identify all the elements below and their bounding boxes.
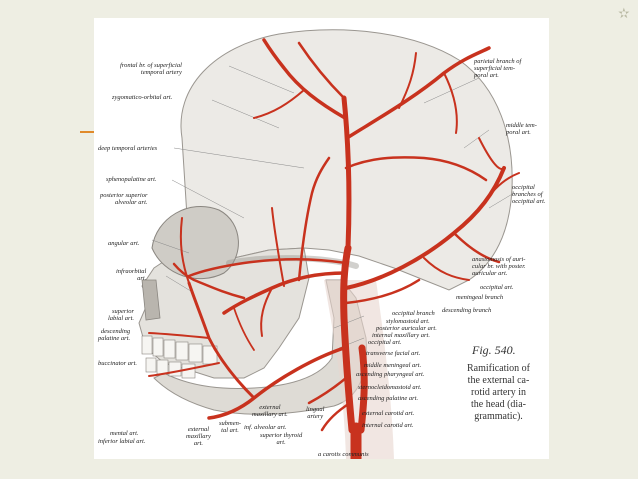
label-internal-carotid: internal carotid art. <box>362 422 414 429</box>
label-middle-meningeal: middle meningeal art. <box>364 362 422 369</box>
label-angular: angular art. <box>108 240 140 247</box>
label-inf-alveolar: inf. alveolar art. <box>244 424 287 431</box>
label-external-maxillary-2: external maxillary art. <box>186 426 211 447</box>
label-lingual: lingual artery <box>306 406 325 420</box>
label-mental: mental art. <box>110 430 139 437</box>
infraorbital-artery <box>172 262 246 300</box>
label-carotis-communis: a carotis communis <box>318 451 369 458</box>
label-parietal-branch: parietal branch of superficial tem- pora… <box>474 58 522 79</box>
transverse-facial-artery <box>187 258 348 278</box>
superficial-temporal-artery <box>341 95 352 251</box>
label-occipital-art-2: occipital art. <box>368 339 402 346</box>
label-transverse-facial: transverse facial art. <box>366 350 421 357</box>
label-stylomastoid: stylomastoid art. <box>386 318 430 325</box>
skull-eye-orbit <box>151 205 239 280</box>
label-descending-branch: descending branch <box>442 307 492 314</box>
skull-illustration <box>138 29 520 459</box>
slide-accent-line <box>80 131 96 133</box>
label-occipital-branch: occipital branch <box>392 310 435 317</box>
figure-caption: Ramification of the external ca- rotid a… <box>466 363 531 422</box>
label-posterior-auricular: posterior auricular art. <box>376 325 437 332</box>
label-occipital-branches: occipital branches of occipital art. <box>512 184 546 205</box>
label-middle-temporal: middle tem- poral art. <box>506 122 537 136</box>
frontal-branch <box>262 38 347 120</box>
label-occipital: occipital art. <box>480 284 514 291</box>
label-sphenopalatine: sphenopalatine art. <box>106 176 157 183</box>
superior-thyroid-artery <box>320 401 352 432</box>
label-external-carotid: external carotid art. <box>362 410 415 417</box>
label-internal-maxillary: internal maxillary art. <box>372 332 430 339</box>
label-inferior-labial: inferior labial art. <box>98 438 146 445</box>
lingual-artery <box>307 376 348 405</box>
anatomy-figure: frontal br. of superficial temporal arte… <box>94 18 549 459</box>
label-superior-labial: superior labial art. <box>108 308 135 322</box>
label-zygomatico-orbital: zygomatico-orbital art. <box>112 94 173 101</box>
label-sternocleidomastoid: sternocleidomastoid art. <box>358 384 422 391</box>
internal-carotid-artery <box>357 344 368 434</box>
label-posterior-superior-alveolar: posterior superior alveolar art. <box>100 192 148 206</box>
skull-nasal-cavity <box>141 279 161 321</box>
skull-teeth <box>141 335 218 379</box>
label-meningeal-branch: meningeal branch <box>456 294 504 301</box>
label-external-maxillary-1: external maxillary art. <box>252 404 288 418</box>
label-buccinator: buccinator art. <box>98 360 137 367</box>
label-anastomosis: anastomosis of auri- cular br. with post… <box>472 256 526 277</box>
label-ascending-pharyngeal: ascending pharyngeal art. <box>356 371 425 378</box>
label-submental: submen- tal art. <box>219 420 242 434</box>
external-maxillary-artery <box>207 346 346 420</box>
parietal-branch <box>345 46 491 140</box>
posterior-auricular-artery <box>344 278 421 305</box>
label-infraorbital: infraorbital art. <box>116 268 147 282</box>
label-superior-thyroid: superior thyroid art. <box>260 432 303 446</box>
label-frontal-branch: frontal br. of superficial temporal arte… <box>120 62 182 76</box>
label-deep-temporal: deep temporal arteries <box>98 145 158 152</box>
middle-temporal-artery <box>344 156 488 182</box>
deep-temporal-artery <box>297 156 331 282</box>
figure-number: Fig. 540. <box>472 343 516 357</box>
slide-corner-star-icon: ✫ <box>618 6 630 22</box>
artery-tree <box>148 38 520 459</box>
angular-artery <box>179 217 190 284</box>
label-ascending-palatine: ascending palatine art. <box>358 395 419 402</box>
label-descending-palatine: descending palatine art. <box>98 328 131 342</box>
